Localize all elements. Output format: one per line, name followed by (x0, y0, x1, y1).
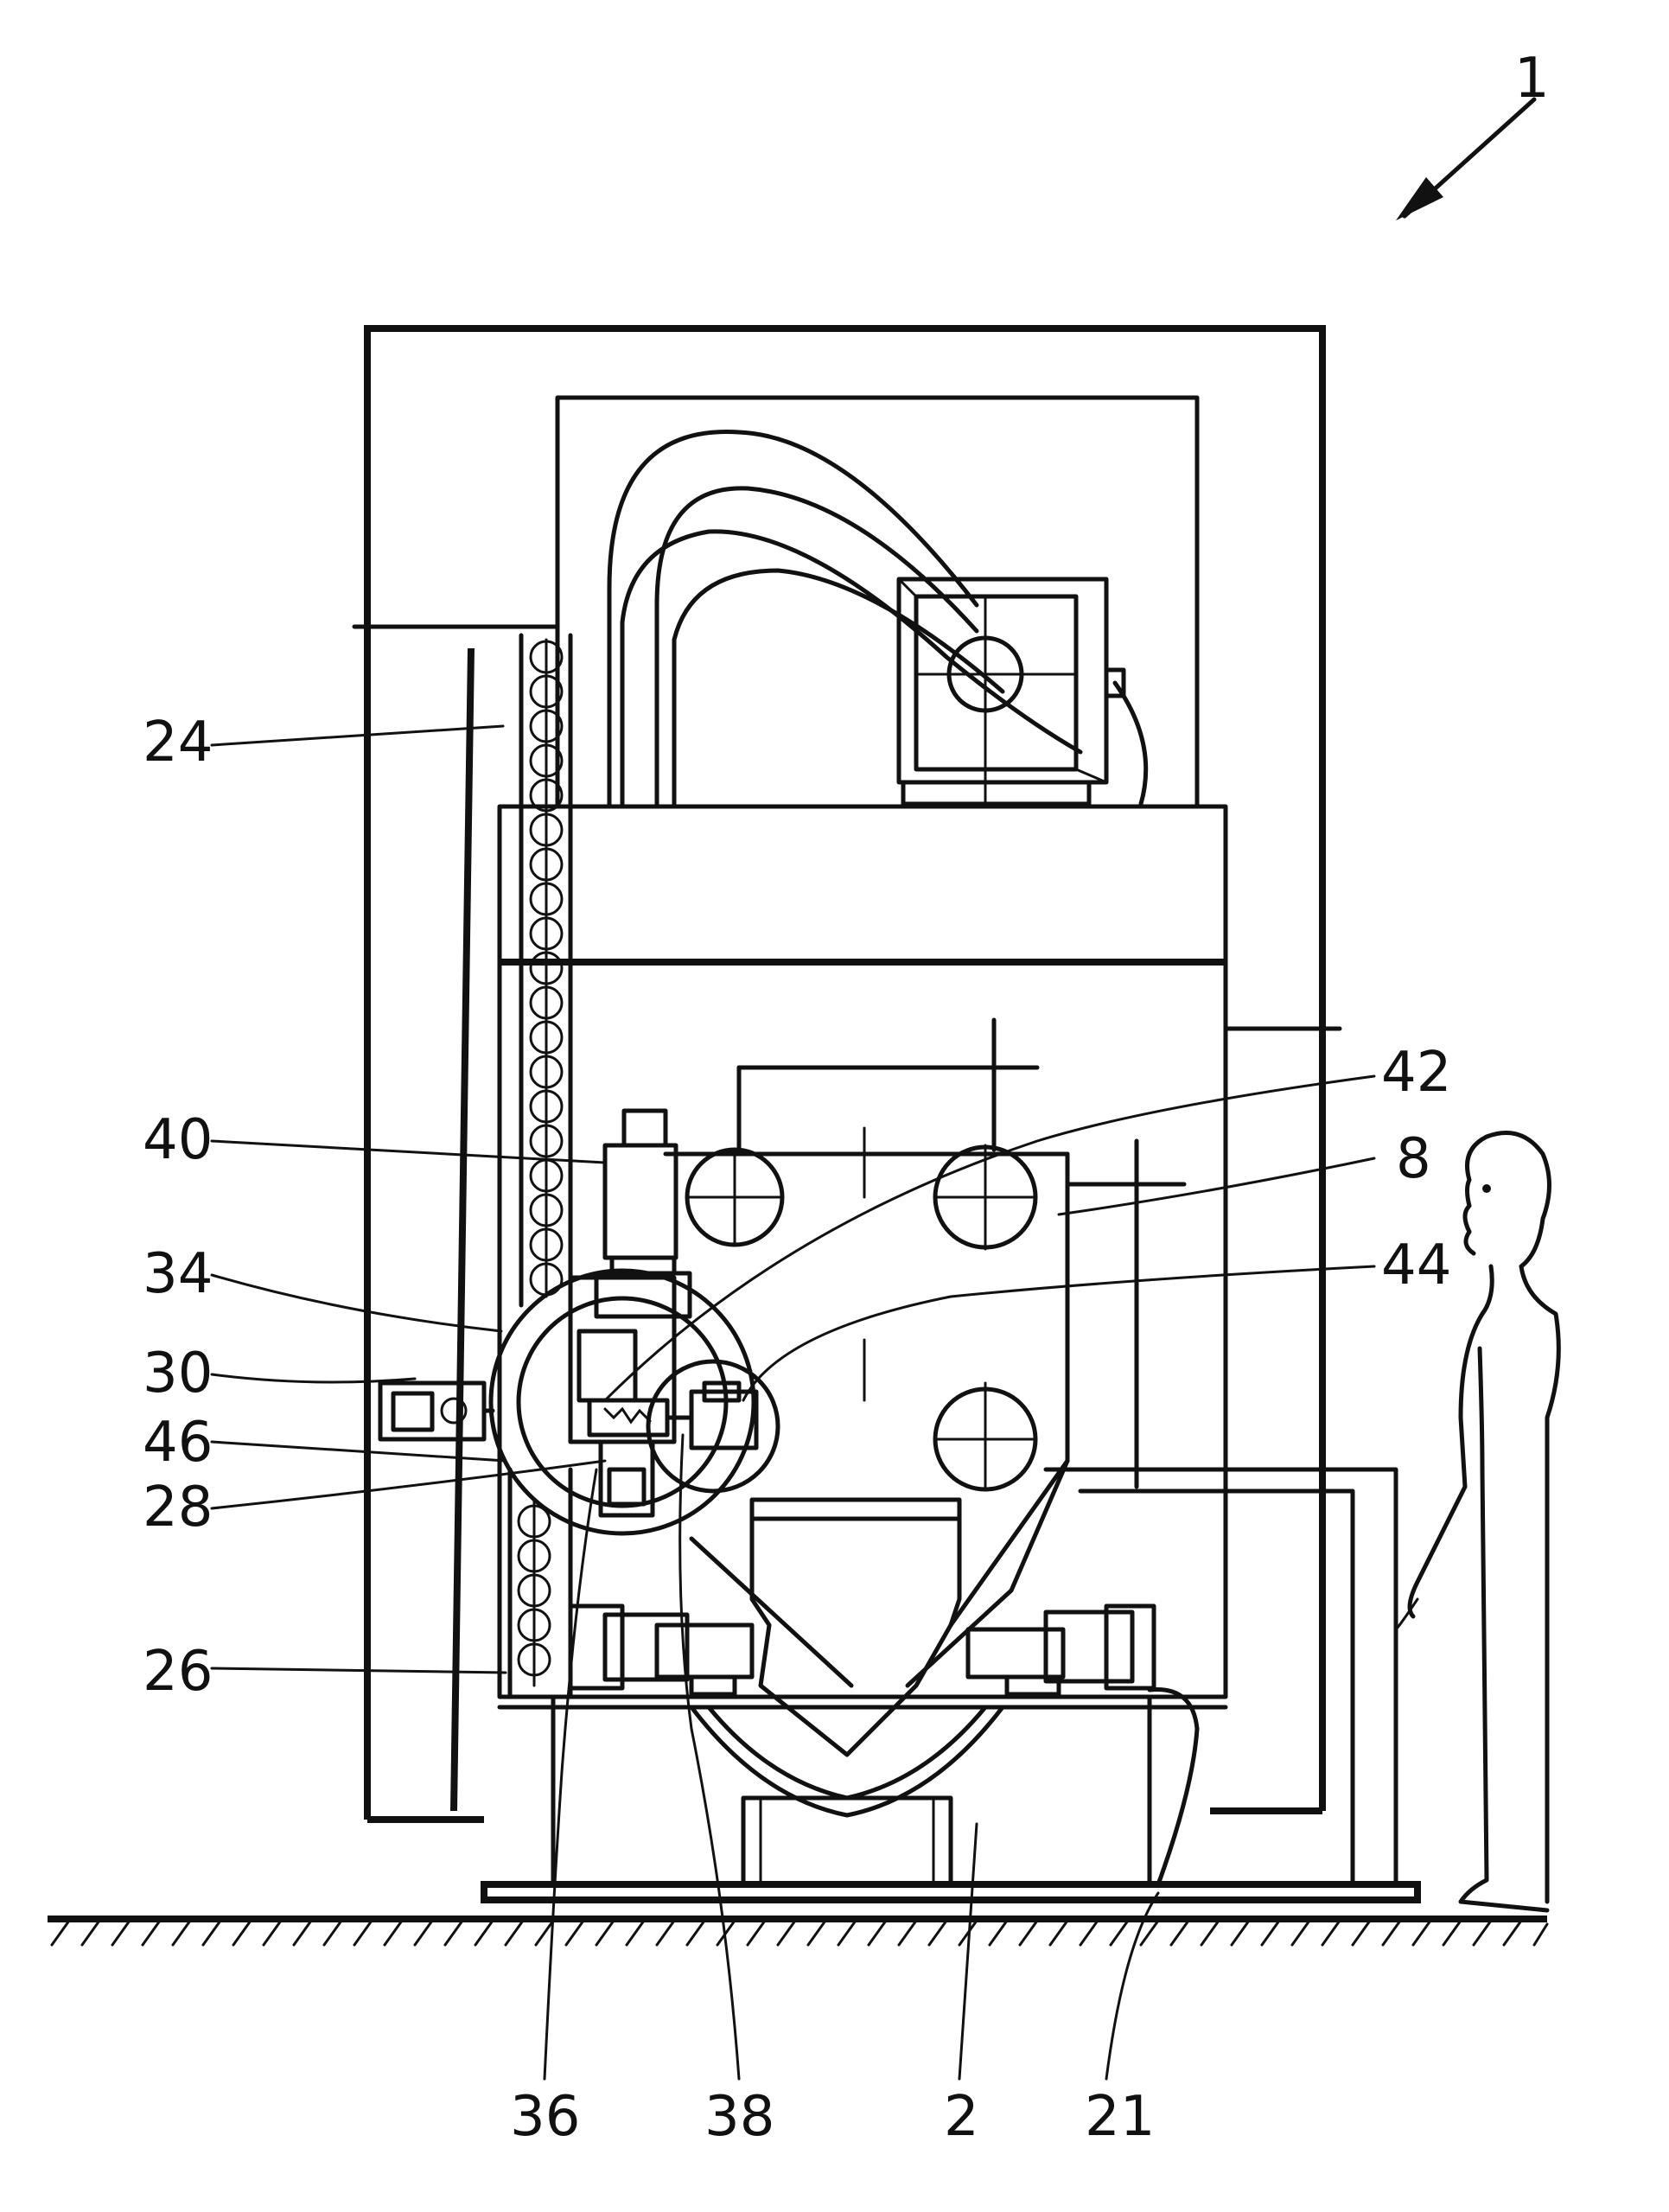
bearing-left (570, 1606, 752, 1694)
bearing-right (968, 1606, 1154, 1694)
roller-chain-upper (531, 640, 562, 1297)
roller-chain-lower (519, 1500, 550, 1686)
ref-28: 28 (143, 1476, 213, 1539)
funnel (691, 1461, 1067, 1755)
upper-chamber (354, 398, 1197, 804)
figure-arrow (1396, 99, 1534, 220)
ref-42: 42 (1381, 1041, 1451, 1105)
pipe (1046, 1469, 1396, 1884)
ref-36: 36 (510, 2085, 580, 2149)
ref-26: 26 (143, 1640, 213, 1704)
ref-2: 2 (944, 2085, 979, 2149)
drive-unit (899, 579, 1124, 804)
ref-40: 40 (143, 1108, 213, 1172)
lower-frame (500, 1697, 1226, 1884)
hose-loops (609, 432, 1146, 805)
machine-block (500, 806, 1340, 1697)
ground (48, 1919, 1547, 1945)
ref-1: 1 (1514, 47, 1550, 111)
base-plate (484, 1884, 1417, 1900)
ref-34: 34 (143, 1242, 213, 1306)
ref-46: 46 (143, 1411, 213, 1475)
ref-30: 30 (143, 1342, 213, 1406)
ref-8: 8 (1396, 1127, 1431, 1191)
clamp-unit-30 (380, 1383, 493, 1439)
ref-38: 38 (704, 2085, 774, 2149)
leader-lines (212, 726, 1374, 2079)
ref-44: 44 (1381, 1233, 1451, 1297)
ref-21: 21 (1085, 2085, 1155, 2149)
ref-24: 24 (143, 711, 213, 775)
